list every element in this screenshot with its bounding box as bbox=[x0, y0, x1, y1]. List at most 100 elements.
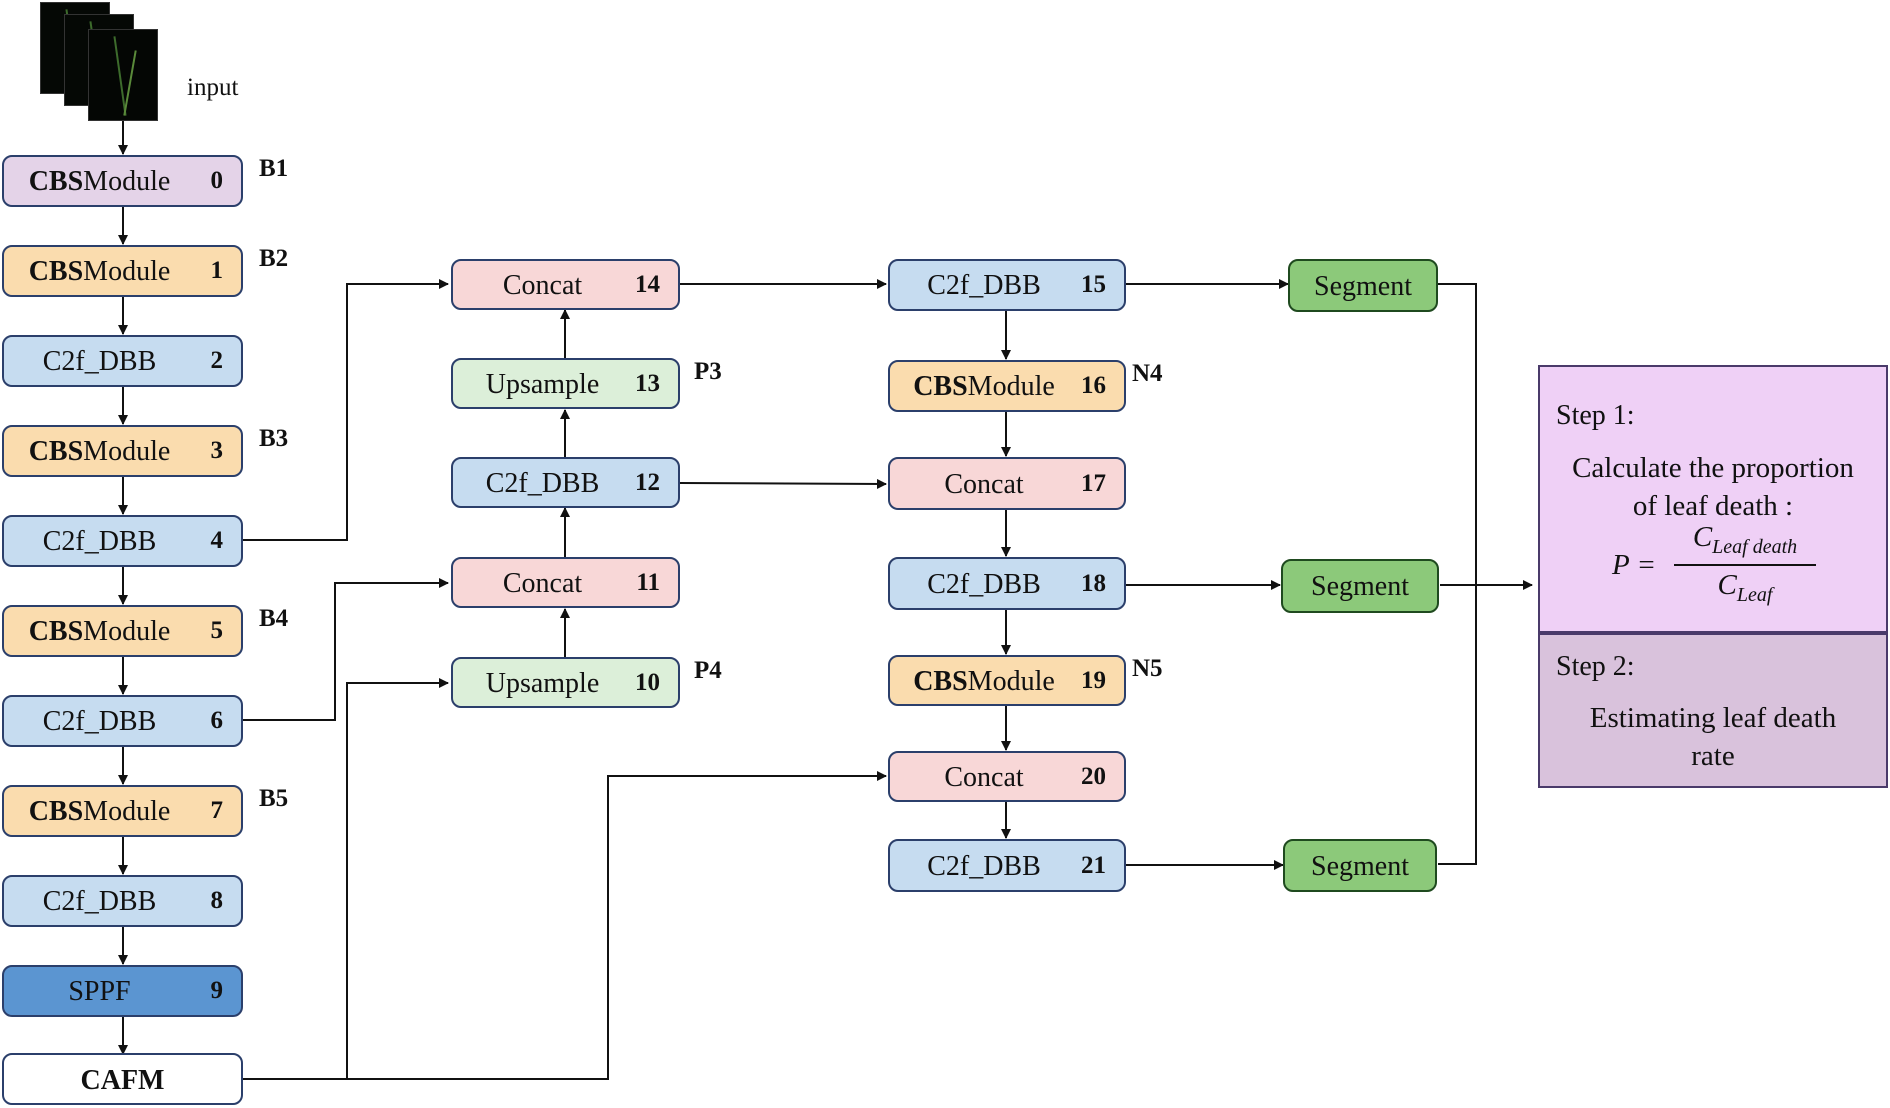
node-index: 0 bbox=[210, 167, 224, 194]
node-label: CBSModule bbox=[4, 616, 195, 648]
den-main: C bbox=[1717, 569, 1737, 601]
node-label-text: Upsample bbox=[485, 368, 600, 400]
node-label: Concat bbox=[890, 469, 1078, 501]
formula-lhs: P = bbox=[1612, 549, 1657, 581]
node-index: 13 bbox=[635, 369, 660, 397]
node-label-bold: CBS bbox=[913, 665, 968, 697]
node-label: C2f_DBB bbox=[4, 526, 195, 558]
node-index: 19 bbox=[1081, 666, 1106, 694]
node-label: C2f_DBB bbox=[890, 270, 1078, 302]
node-label-text: Module bbox=[967, 665, 1055, 697]
node-label-text: Module bbox=[967, 371, 1055, 402]
node-index: 6 bbox=[210, 707, 224, 734]
node-label-text: Concat bbox=[502, 269, 583, 301]
node-label: C2f_DBB bbox=[453, 468, 632, 500]
num-main: C bbox=[1692, 521, 1713, 553]
node-label: C2f_DBB bbox=[890, 569, 1078, 601]
node-index: 5 bbox=[210, 617, 224, 644]
node-index: 1 bbox=[210, 257, 224, 284]
node-label: Upsample bbox=[453, 369, 632, 401]
node-label-text: Module bbox=[83, 256, 171, 287]
segment-node-1: Segment bbox=[1288, 259, 1438, 312]
node-label: C2f_DBB bbox=[4, 886, 195, 918]
node-label: Upsample bbox=[453, 668, 632, 700]
node-index: 2 bbox=[210, 347, 224, 374]
stage-tag: P4 bbox=[694, 657, 722, 684]
node-label: Concat bbox=[890, 762, 1078, 794]
node-index: 21 bbox=[1081, 851, 1106, 879]
node-label-text: SPPF bbox=[68, 976, 131, 1007]
step2-title: Step 2: bbox=[1556, 651, 1635, 682]
formula-denominator: CLeaf bbox=[1674, 569, 1816, 607]
node-label-bold: CBS bbox=[913, 371, 968, 402]
step1-title: Step 1: bbox=[1556, 400, 1635, 431]
node-label: CBSModule bbox=[4, 796, 195, 828]
node-label-text: Concat bbox=[944, 468, 1024, 500]
segment-node-3: Segment bbox=[1283, 839, 1437, 892]
node-index: 4 bbox=[210, 527, 224, 554]
num-sub: Leaf death bbox=[1712, 535, 1798, 558]
node-index: 12 bbox=[635, 468, 660, 496]
node-label-text: C2f_DBB bbox=[42, 706, 157, 737]
node-label-bold: CBS bbox=[28, 616, 84, 647]
stage-tag: N4 bbox=[1132, 360, 1163, 387]
segment-label: Segment bbox=[1311, 851, 1409, 882]
backbone-node-4: C2f_DBB 4 bbox=[2, 515, 243, 567]
stage-tag: B3 bbox=[259, 425, 289, 452]
input-image-4 bbox=[88, 29, 158, 121]
head-node-21: C2f_DBB 21 bbox=[888, 839, 1126, 892]
backbone-node-3: CBSModule 3 bbox=[2, 425, 243, 477]
backbone-node-6: C2f_DBB 6 bbox=[2, 695, 243, 747]
neck-node-13: Upsample 13 bbox=[451, 358, 680, 409]
node-index: 8 bbox=[210, 887, 224, 914]
node-index: 15 bbox=[1081, 271, 1106, 298]
node-index: 16 bbox=[1081, 372, 1106, 399]
node-label-text: C2f_DBB bbox=[42, 886, 157, 917]
step2-line1: Estimating leaf death bbox=[1589, 702, 1837, 734]
node-index: 9 bbox=[210, 977, 224, 1004]
stage-tag: B1 bbox=[259, 155, 289, 182]
fraction-bar bbox=[1674, 564, 1816, 566]
step2-line2: rate bbox=[1691, 740, 1735, 772]
node-label-text: C2f_DBB bbox=[927, 850, 1041, 882]
node-label: Concat bbox=[453, 568, 632, 600]
node-label-text: C2f_DBB bbox=[927, 270, 1041, 301]
node-label: CBSModule bbox=[890, 666, 1078, 698]
formula-numerator: CLeaf death bbox=[1674, 521, 1816, 559]
step1-line1: Calculate the proportion bbox=[1572, 452, 1854, 484]
node-label-text: Module bbox=[83, 166, 171, 197]
node-index: 3 bbox=[210, 437, 224, 464]
stage-tag: B2 bbox=[259, 245, 289, 272]
node-index: 10 bbox=[635, 668, 660, 696]
node-label-text: Concat bbox=[944, 761, 1024, 793]
head-node-15: C2f_DBB 15 bbox=[888, 259, 1126, 311]
den-sub: Leaf bbox=[1736, 583, 1773, 606]
node-label-text: C2f_DBB bbox=[927, 568, 1041, 600]
node-index: 20 bbox=[1081, 762, 1106, 790]
node-index: 11 bbox=[636, 568, 660, 596]
node-label-text: Module bbox=[83, 436, 171, 467]
step1-line2: of leaf death : bbox=[1632, 490, 1794, 522]
proportion-formula: P = CLeaf death CLeaf bbox=[1540, 519, 1886, 609]
node-label-text: Module bbox=[83, 796, 171, 827]
head-node-16: CBSModule 16 bbox=[888, 360, 1126, 412]
node-label-text: C2f_DBB bbox=[42, 346, 157, 377]
node-label-text: Module bbox=[83, 616, 171, 647]
backbone-node-9: SPPF 9 bbox=[2, 965, 243, 1017]
step1-box: Step 1: Calculate the proportion of leaf… bbox=[1538, 365, 1888, 633]
node-label: C2f_DBB bbox=[890, 851, 1078, 883]
node-label: SPPF bbox=[4, 976, 195, 1008]
stage-tag: B4 bbox=[259, 605, 289, 632]
node-label-bold: CBS bbox=[28, 436, 84, 467]
node-label: C2f_DBB bbox=[4, 346, 195, 378]
stage-tag: N5 bbox=[1132, 655, 1163, 682]
